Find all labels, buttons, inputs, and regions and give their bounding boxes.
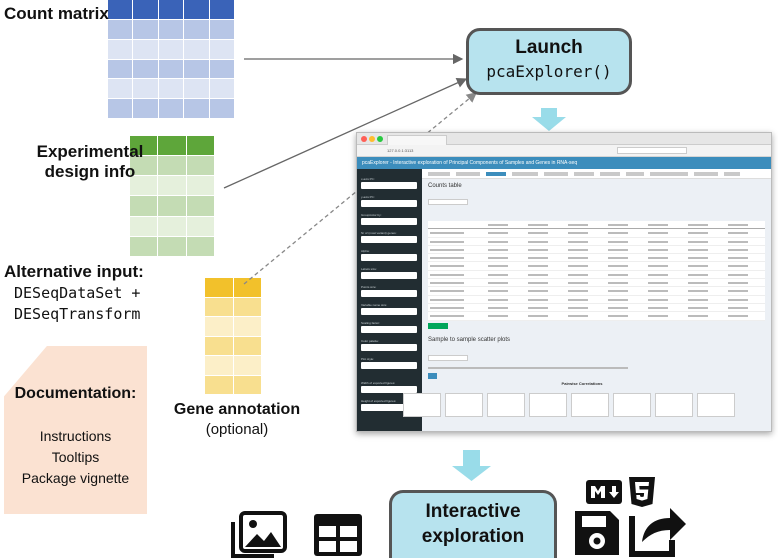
count-matrix-label: Count matrix	[4, 4, 109, 23]
save-disk-icon	[575, 511, 619, 555]
counts-table-heading: Counts table	[428, 183, 462, 189]
markdown-icon	[586, 480, 622, 504]
gene-annotation-note: (optional)	[205, 421, 269, 438]
documentation-card	[4, 346, 147, 514]
share-export-icon	[629, 508, 686, 557]
launch-command: pcaExplorer()	[486, 62, 612, 81]
html5-icon	[629, 477, 655, 507]
browser-title-bar	[357, 133, 771, 145]
run-button	[428, 373, 437, 379]
gene-annotation-label: Gene annotation (optional)	[170, 400, 304, 440]
app-tabs	[422, 169, 771, 179]
image-gallery-icon	[231, 511, 287, 558]
documentation-text: Documentation: Instructions Tooltips Pac…	[4, 384, 147, 489]
alt-input-title: Alternative input:	[4, 262, 144, 281]
design-to-launch-arrow	[223, 77, 468, 189]
pairwise-correlations-panel: Pairwise Correlations	[403, 381, 761, 431]
counts-table	[428, 221, 765, 321]
table-layout-icon	[314, 514, 362, 556]
app-header-bar: pcaExplorer - Interactive exploration of…	[357, 157, 771, 169]
alt-input-line2: DESeqTransform	[14, 305, 141, 323]
launch-down-arrow	[532, 108, 566, 131]
documentation-item: Instructions	[39, 428, 112, 444]
count-matrix-tile	[108, 0, 234, 118]
gene-annotation-tile	[205, 278, 261, 394]
exploration-box: Interactive exploration	[389, 490, 557, 558]
design-info-tile	[130, 136, 214, 256]
app-sidebar: x-axis PC: y-axis PC: Group/color by: Nr…	[357, 169, 422, 431]
design-info-label-line2: design info	[44, 162, 136, 181]
scatter-heading: Sample to sample scatter plots	[428, 337, 511, 343]
app-screenshot-window: 127.0.0.1:3113 pcaExplorer - Interactive…	[356, 132, 772, 432]
launch-title: Launch	[515, 37, 583, 58]
download-button	[428, 323, 448, 329]
gene-annotation-title: Gene annotation	[173, 401, 301, 418]
documentation-item: Tooltips	[51, 449, 100, 465]
pairwise-heading: Pairwise Correlations	[561, 381, 603, 386]
exploration-line2: exploration	[421, 526, 525, 547]
documentation-title: Documentation:	[14, 385, 137, 402]
app-main-panel: Counts table Sample to sample scatter pl…	[422, 169, 771, 431]
url-text: 127.0.0.1:3113	[387, 148, 414, 153]
window-down-arrow	[452, 450, 491, 481]
browser-url-bar: 127.0.0.1:3113	[357, 145, 771, 157]
documentation-item: Package vignette	[21, 470, 130, 486]
browser-tab	[387, 135, 447, 145]
design-info-label-line1: Experimental	[36, 142, 144, 161]
launch-box: Launch pcaExplorer()	[466, 28, 632, 95]
alt-input-line1: DESeqDataSet +	[14, 284, 141, 302]
exploration-line1: Interactive	[425, 501, 521, 522]
design-info-label: Experimental design info	[30, 142, 150, 182]
